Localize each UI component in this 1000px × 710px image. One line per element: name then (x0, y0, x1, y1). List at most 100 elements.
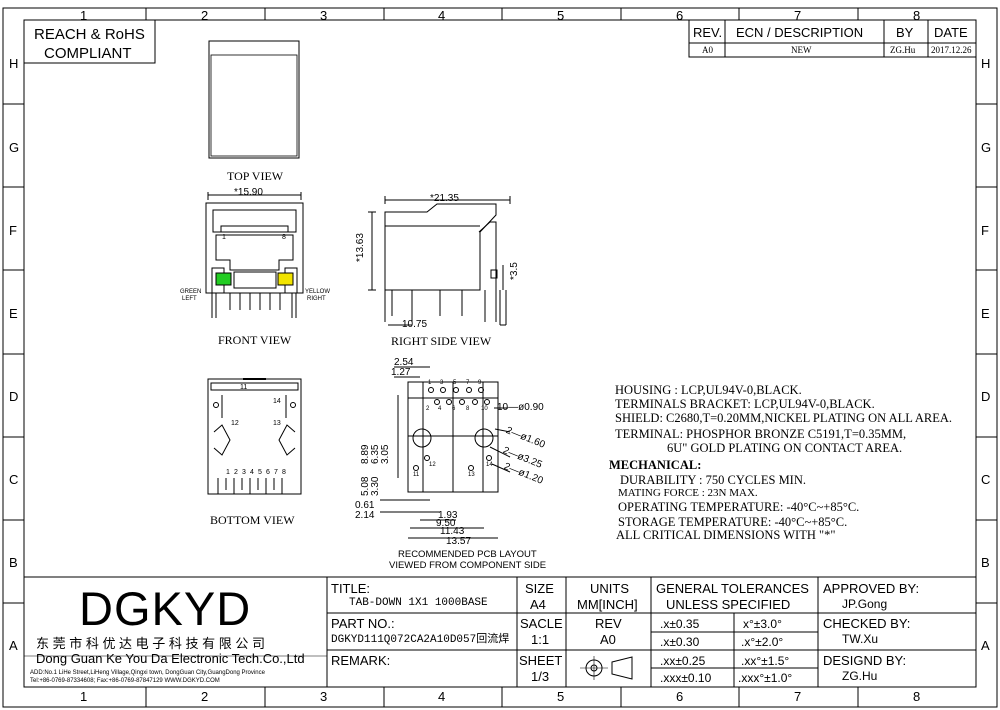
side-length-dim: *21.35 (430, 193, 459, 204)
compliance-line-1: REACH & RoHS (34, 26, 145, 43)
green-led (215, 272, 232, 286)
rev-header-by: BY (896, 25, 914, 40)
compliance-line-2: COMPLIANT (44, 45, 132, 62)
zone-row-g-left: G (9, 140, 20, 155)
sheet-label: SHEET (519, 653, 563, 668)
zone-row-h-left: H (9, 56, 19, 71)
side-standoff-dim: *3.5 (509, 262, 520, 280)
title-value: TAB-DOWN 1X1 1000BASE (349, 597, 488, 609)
designed-by-label: DESIGND BY: (823, 653, 907, 668)
size-value: A4 (530, 597, 546, 612)
pcb-dim-2-14: 2.14 (355, 510, 375, 521)
front-view-label: FRONT VIEW (218, 333, 292, 347)
pcb-pin-6: 6 (452, 406, 456, 412)
pcb-pin-4: 4 (438, 406, 442, 412)
rev-row-rev: A0 (702, 45, 713, 55)
zone-col-4-top: 4 (438, 8, 446, 23)
company-name-cn: 东 莞 市 科 优 达 电 子 科 技 有 限 公 司 (36, 636, 265, 651)
pcb-dim-1-93: 1.93 (438, 510, 458, 521)
zone-col-7-top: 7 (794, 8, 802, 23)
part-no-label: PART NO.: (331, 616, 395, 631)
pcb-pin-10: 10 (481, 406, 488, 412)
green-led-side-label: LEFT (182, 296, 197, 302)
bottom-pin-11: 11 (240, 384, 248, 391)
rev-row-by: ZG.Hu (890, 45, 916, 55)
bottom-pin-14: 14 (273, 398, 281, 405)
front-pin8-label: 8 (282, 234, 286, 241)
pcb-dim-2-54: 2.54 (394, 357, 414, 368)
spec-mechanical-title: MECHANICAL: (609, 458, 702, 472)
pcb-pin-11: 11 (413, 472, 420, 478)
pcb-pin-12: 12 (429, 462, 436, 468)
company-logo: DGKYD (79, 582, 252, 635)
tolerance-angular-1: x°±3.0° (743, 617, 782, 631)
yellow-led (277, 272, 294, 286)
rev-header-ecn: ECN / DESCRIPTION (736, 25, 864, 40)
outer-frame (2, 7, 998, 708)
zone-row-d-left: D (9, 389, 19, 404)
tolerance-angular-3: .xx°±1.5° (741, 654, 790, 668)
designed-by-value: ZG.Hu (842, 669, 878, 683)
spec-terminal-line-1: TERMINAL: PHOSPHOR BRONZE C5191,T=0.35MM… (615, 427, 907, 441)
zone-col-1-top: 1 (80, 8, 88, 23)
zone-col-6-bottom: 6 (676, 689, 684, 704)
tolerance-linear-3: .xx±0.25 (660, 654, 706, 668)
rev-row-date: 2017.12.26 (931, 45, 972, 55)
pcb-pin-1: 1 (428, 380, 432, 386)
company-name-en: Dong Guan Ke You Da Electronic Tech.Co.,… (36, 651, 305, 666)
bottom-pin-7: 7 (274, 469, 278, 476)
bottom-pin-12: 12 (231, 420, 239, 427)
sheet-value: 1/3 (531, 669, 550, 684)
pcb-pin-2: 2 (426, 406, 430, 412)
zone-row-c-right: C (981, 472, 991, 487)
spec-terminals-bracket: TERMINALS BRACKET: LCP,UL94V-0,BLACK. (615, 397, 875, 411)
right-side-view-label: RIGHT SIDE VIEW (391, 334, 492, 348)
yellow-led-side-label: RIGHT (307, 296, 326, 302)
spec-housing: HOUSING : LCP,UL94V-0,BLACK. (615, 383, 802, 397)
spec-durability: DURABILITY : 750 CYCLES MIN. (620, 473, 806, 487)
pcb-dim-0-61: 0.61 (355, 500, 375, 511)
part-no-value: DGKYD111Q072CA2A10D057回流焊 (331, 634, 510, 646)
rev-header-rev: REV. (693, 25, 723, 40)
company-contact: Tel:+86-0769-87334608; Fax:+86-0769-8784… (30, 678, 220, 684)
zone-col-2-top: 2 (201, 8, 209, 23)
zone-col-4-bottom: 4 (438, 689, 446, 704)
zone-col-3-top: 3 (320, 8, 328, 23)
zone-col-7-bottom: 7 (794, 689, 802, 704)
bottom-pin-1: 1 (226, 469, 230, 476)
zone-col-3-bottom: 3 (320, 689, 328, 704)
pcb-pin-8: 8 (466, 406, 470, 412)
tolerance-angular-4: .xxx°±1.0° (738, 671, 793, 685)
zone-col-6-top: 6 (676, 8, 684, 23)
zone-row-d-right: D (981, 389, 991, 404)
spec-storage-temp: STORAGE TEMPERATURE: -40°C~+85°C. (618, 515, 848, 529)
pcb-dim-1-27: 1.27 (391, 367, 411, 378)
bottom-pin-13: 13 (273, 420, 281, 427)
front-width-dim: *15.90 (234, 187, 263, 198)
pcb-dim-3-05: 3.05 (380, 444, 391, 464)
size-label: SIZE (525, 581, 554, 596)
green-led-label: GREEN (180, 289, 202, 295)
title-label: TITLE: (331, 581, 371, 596)
zone-row-f-right: F (981, 223, 989, 238)
zone-row-g-right: G (981, 140, 992, 155)
bottom-view-drawing (207, 378, 302, 495)
company-address: ADD:No.1 LiHe Street,LiHeng Village,Qing… (30, 670, 265, 676)
pcb-pin-13: 13 (468, 472, 475, 478)
front-pin1-label: 1 (222, 234, 226, 241)
front-view-drawing (205, 192, 304, 318)
spec-mating-force: MATING FORCE : 23N MAX. (618, 487, 758, 499)
zone-col-8-bottom: 8 (913, 689, 921, 704)
pcb-dim-9-50: 9.50 (436, 518, 456, 529)
checked-by-label: CHECKED BY: (823, 616, 911, 631)
units-label: UNITS (590, 581, 629, 596)
bottom-pin-4: 4 (250, 469, 254, 476)
rev-value: A0 (600, 632, 616, 647)
rev-label: REV (595, 616, 622, 631)
pcb-hole-callout-0-90: 10—ø0.90 (497, 402, 544, 413)
zone-row-c-left: C (9, 472, 19, 487)
rev-row-description: NEW (791, 45, 812, 55)
approved-by-label: APPROVED BY: (823, 581, 920, 596)
yellow-led-label: YELLOW (305, 289, 331, 295)
